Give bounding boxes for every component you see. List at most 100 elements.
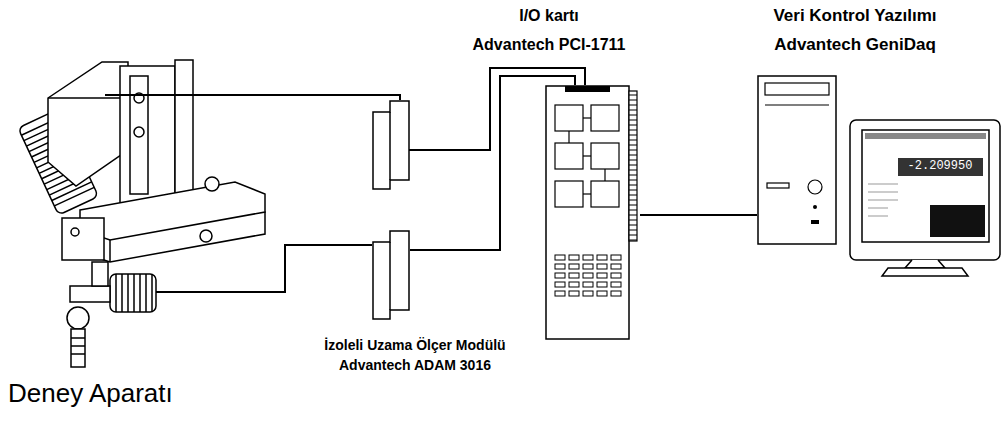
keypad-key (597, 291, 607, 296)
slab-edge (109, 240, 111, 262)
software-name: Veri Kontrol Yazılımı (773, 6, 936, 26)
chip-link (568, 131, 569, 143)
keypad-key (611, 255, 621, 260)
chip-link (583, 155, 591, 156)
wire-connector (640, 214, 757, 216)
module-box (373, 101, 409, 189)
keypad-key (597, 264, 607, 269)
keypad-key (611, 273, 621, 278)
monitor-neck (905, 260, 945, 268)
monitor-base (882, 268, 968, 276)
card-outline (546, 86, 629, 339)
base-slab (80, 182, 265, 240)
module-shape (372, 230, 410, 320)
chip (555, 181, 583, 207)
chip (555, 143, 583, 169)
upright-slot (130, 76, 148, 194)
monitor (850, 120, 1000, 276)
module-box: İzoleli Uzama Ölçer ModülüAdvantech ADAM… (372, 230, 410, 320)
keypad-key (569, 255, 579, 260)
keypad-key (555, 291, 565, 296)
chip (555, 105, 583, 131)
chip-link (583, 193, 591, 194)
window-rows (868, 184, 898, 216)
card-tab (565, 86, 610, 92)
keypad-key (555, 273, 565, 278)
keypad-key (611, 282, 621, 287)
apparatus-title: Deney Aparatı (8, 378, 173, 409)
card-name: I/O kartı (519, 6, 579, 25)
keypad-key (583, 282, 593, 287)
screw (134, 127, 144, 137)
spring-coils (116, 274, 152, 312)
chip (591, 143, 619, 169)
keypad-key (583, 291, 593, 296)
keypad-key (611, 264, 621, 269)
module-edge (389, 242, 391, 310)
chip-link (583, 117, 591, 118)
module-outline (373, 101, 409, 189)
chip-link (604, 169, 605, 181)
chip (591, 181, 619, 207)
keypad-key (583, 264, 593, 269)
module-name: İzoleli Uzama Ölçer Modülü (324, 337, 505, 354)
floppy-slot (767, 183, 789, 188)
keypad-key (569, 282, 579, 287)
tower-shape (757, 75, 837, 245)
window-titlebar (865, 133, 986, 139)
screw (71, 228, 79, 236)
keypad-key (583, 273, 593, 278)
keypad-key (583, 255, 593, 260)
knob (67, 307, 89, 329)
lower-spring (110, 274, 156, 312)
wire (105, 95, 400, 100)
chip (591, 105, 619, 131)
screw (205, 177, 219, 191)
keypad-key (569, 291, 579, 296)
keypad-key (555, 264, 565, 269)
rod (70, 286, 110, 302)
power-button (808, 180, 822, 194)
keypad-key (569, 273, 579, 278)
rod-holder (92, 262, 108, 286)
keypad-key (597, 255, 607, 260)
window-panel (930, 205, 985, 237)
edge-connector (629, 91, 637, 241)
keypad-key (611, 291, 621, 296)
arm (48, 62, 128, 186)
keypad-key (597, 282, 607, 287)
panel-line (765, 104, 829, 105)
monitor-screen (862, 130, 989, 242)
module-outline (373, 231, 409, 319)
connector-pins (629, 95, 637, 240)
upright-block (120, 66, 175, 216)
test-apparatus (18, 60, 265, 367)
arm-edge (48, 97, 128, 99)
display-bar (898, 158, 983, 176)
wire-connector (265, 245, 372, 292)
led (813, 205, 817, 209)
io-card: I/O kartıAdvantech PCI-1711 (545, 85, 640, 340)
card-shape (545, 85, 640, 340)
keypad-key (555, 255, 565, 260)
display-value: -2.209950 (908, 159, 973, 173)
module-edge (389, 112, 391, 180)
drive-bay (765, 83, 829, 95)
module-model: Advantech ADAM 3016 (339, 357, 491, 374)
monitor-frame (850, 120, 1000, 260)
tower-outline (758, 76, 836, 244)
wires (105, 68, 585, 292)
screw (200, 230, 212, 242)
led (811, 220, 819, 224)
software-model: Advantech GeniDaq (774, 35, 936, 55)
keypad-key (569, 264, 579, 269)
apparatus-node: Deney Aparatı (8, 55, 265, 410)
keypad-key (597, 273, 607, 278)
computer-tower: Veri Kontrol YazılımıAdvantech GeniDaq (757, 75, 837, 245)
side-block (62, 218, 104, 260)
card-model: Advantech PCI-1711 (473, 35, 626, 54)
